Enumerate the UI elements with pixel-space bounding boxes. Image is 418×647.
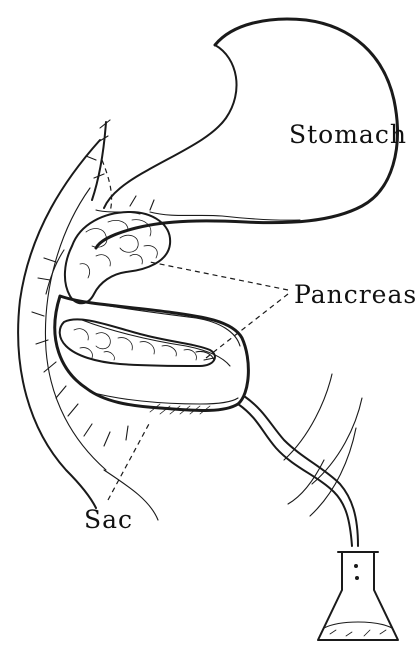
leader-lines <box>108 262 288 500</box>
sac-pouch <box>55 296 249 411</box>
drainage-tube <box>238 396 358 546</box>
pancreas-lower-lobe <box>60 319 215 366</box>
stomach-label: Stomach <box>289 122 407 147</box>
body-wall <box>18 140 362 520</box>
collection-flask <box>318 552 398 640</box>
sac-label: Sac <box>84 507 133 532</box>
pancreas-label: Pancreas <box>294 282 417 307</box>
